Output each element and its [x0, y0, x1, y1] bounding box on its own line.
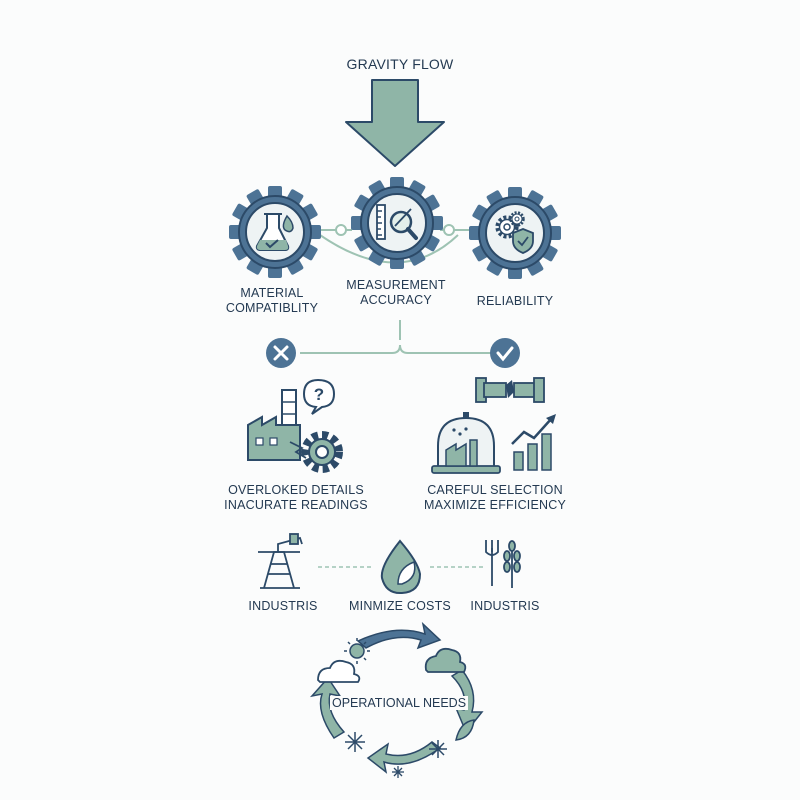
- ruler-magnifier-icon: [376, 204, 418, 240]
- pipe-fitting-icon: [475, 377, 545, 403]
- snowflake-icon: [392, 766, 404, 778]
- outcome-line2: MAXIMIZE EFFICIENCY: [423, 498, 567, 512]
- fork-wheat-icon: [485, 540, 521, 588]
- gears-shield-icon: [495, 211, 534, 254]
- svg-text:?: ?: [314, 385, 324, 404]
- outcome-line1: OVERLOKED DETAILS: [228, 483, 364, 497]
- bottom-label-industries-right: INDUSTRIS: [470, 599, 540, 613]
- gear-material: [228, 185, 322, 279]
- diagram-title: GRAVITY FLOW: [346, 56, 454, 72]
- factor-label-line1: RELIABILITY: [476, 294, 554, 308]
- factor-label-measurement: MEASUREMENT ACCURACY: [346, 278, 445, 308]
- snowflake-icon: [345, 732, 365, 752]
- leaf-icon: [455, 719, 475, 741]
- factor-label-material: MATERIAL COMPATIBLITY: [226, 286, 318, 316]
- bottom-label-industries-left: INDUSTRIS: [248, 599, 318, 613]
- factor-label-line1: MEASUREMENT: [346, 278, 446, 292]
- water-drop-leaf-icon: [380, 539, 422, 595]
- cycle-arrow-bottom: [366, 741, 442, 774]
- flask-icon: [255, 213, 294, 251]
- cloud-icon: [424, 647, 467, 673]
- bottom-label-minimize-costs: MINMIZE COSTS: [349, 599, 451, 613]
- growth-chart-icon: [511, 414, 556, 471]
- cycle-arrow-left: [309, 676, 346, 740]
- outcome-line1: CAREFUL SELECTION: [427, 483, 563, 497]
- cycle-label: OPERATIONAL NEEDS: [329, 696, 469, 710]
- snowflake-icon: [429, 740, 447, 758]
- outcome-positive-label: CAREFUL SELECTION MAXIMIZE EFFICIENCY: [424, 483, 566, 513]
- sun-cloud-icon: [317, 638, 370, 683]
- factory-dome-icon: [431, 412, 501, 474]
- factor-label-line1: MATERIAL: [240, 286, 304, 300]
- x-icon: [266, 338, 296, 368]
- gear-measurement: [350, 176, 444, 270]
- split-connector: [300, 320, 492, 354]
- down-arrow-icon: [345, 79, 445, 167]
- factor-label-reliability: RELIABILITY: [477, 294, 554, 309]
- factor-label-line2: COMPATIBLITY: [225, 301, 319, 315]
- outcome-negative-label: OVERLOKED DETAILS INACURATE READINGS: [224, 483, 368, 513]
- factor-label-line2: ACCURACY: [360, 293, 432, 307]
- oil-derrick-icon: [258, 533, 303, 589]
- factory-question-icon: ?: [247, 378, 343, 473]
- outcome-line2: INACURATE READINGS: [224, 498, 368, 512]
- check-icon: [490, 338, 520, 368]
- cycle-arrow-top: [356, 621, 442, 650]
- gear-reliability: [468, 186, 562, 280]
